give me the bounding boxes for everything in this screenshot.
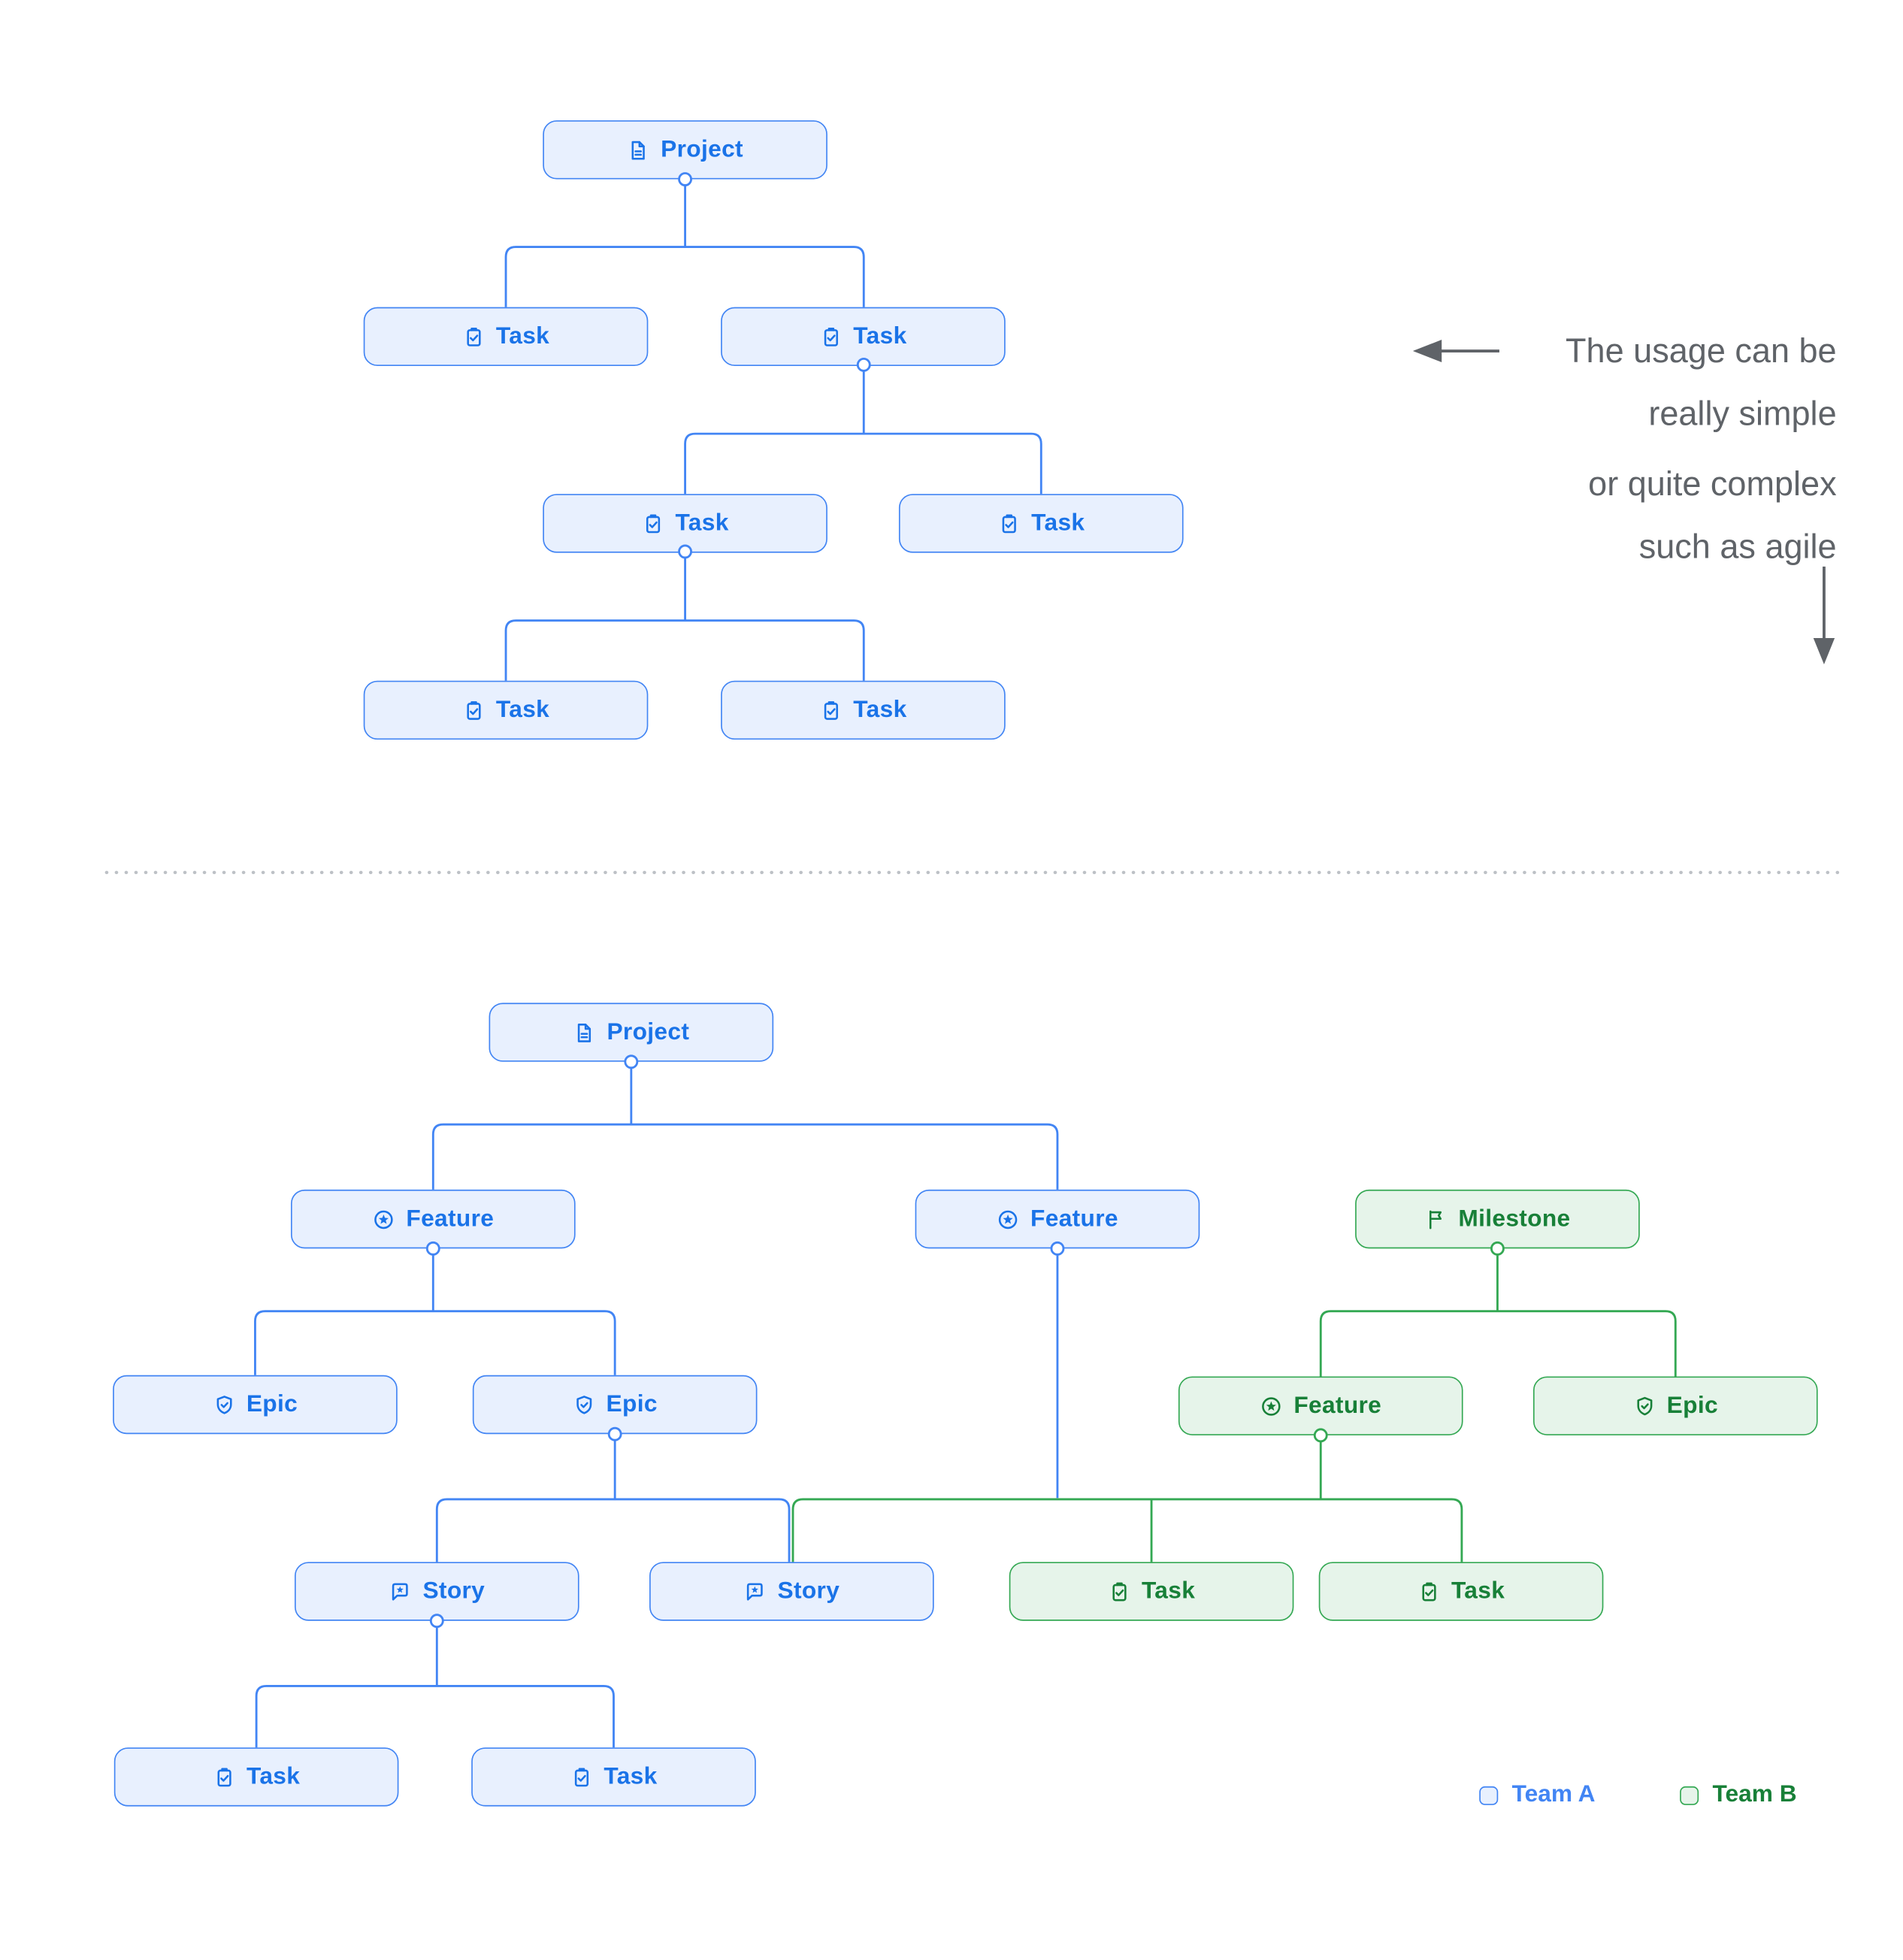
top-tree-connectors [504,179,1042,681]
node-label: Task [1141,1577,1196,1605]
node-task-1: Task [363,307,649,367]
node-label: Epic [606,1390,658,1417]
node-task-3: Task [543,494,827,553]
node-task-4: Task [898,494,1184,553]
node-label: Project [661,135,743,163]
node-task-blue-1: Task [113,1747,399,1807]
node-label: Task [675,510,729,537]
left-arrow-head [1412,340,1442,363]
legend-label: Team A [1511,1781,1596,1808]
node-task-green-1: Task [1009,1562,1294,1621]
node-label: Epic [1666,1392,1718,1419]
feature-icon [1262,1396,1281,1415]
feature-icon [374,1209,393,1229]
node-label: Task [495,322,550,349]
node-label: Task [1451,1577,1505,1605]
node-project-simple: Project [543,120,827,180]
node-project-complex: Project [489,1003,774,1062]
node-label: Task [495,696,550,723]
node-task-5: Task [363,680,649,740]
annotation-line: The usage can be [1566,332,1837,371]
node-feature-1: Feature [290,1189,576,1249]
annotation-line: really simple [1648,395,1837,433]
node-milestone: Milestone [1355,1189,1640,1249]
annotation-line: or quite complex [1588,464,1837,503]
node-story-2: Story [649,1562,934,1621]
node-label: Milestone [1458,1205,1571,1232]
node-story-1: Story [294,1562,579,1621]
feature-icon [998,1209,1018,1229]
node-label: Task [246,1763,301,1790]
task-icon [646,513,660,533]
legend-label: Team B [1712,1781,1797,1808]
node-label: Feature [406,1205,495,1232]
task-icon [824,700,838,720]
team-b-swatch [1680,1786,1699,1805]
annotation-complex: or quite complex such as agile [1588,452,1836,578]
legend-item-team-b: Team B [1680,1781,1797,1809]
legend-item-team-a: Team A [1479,1781,1596,1809]
node-task-6: Task [721,680,1006,740]
team-a-swatch [1479,1786,1499,1805]
node-epic-3: Epic [1532,1376,1818,1435]
node-label: Feature [1293,1392,1382,1419]
node-epic-1: Epic [113,1375,398,1435]
node-label: Feature [1030,1205,1118,1232]
task-icon [1421,1581,1436,1601]
document-icon [577,1023,591,1042]
annotation-line: such as agile [1638,528,1837,566]
node-task-blue-2: Task [471,1747,756,1807]
annotation-simple: The usage can be really simple [1566,319,1837,445]
node-label: Task [853,696,907,723]
story-icon [392,1582,409,1600]
task-icon [466,327,480,346]
epic-icon [216,1395,231,1414]
node-feature-3: Feature [1178,1376,1463,1435]
node-label: Task [853,322,907,349]
node-epic-2: Epic [472,1375,758,1435]
node-label: Project [607,1018,690,1045]
epic-icon [1636,1396,1652,1415]
task-icon [1002,513,1016,533]
node-task-green-2: Task [1318,1562,1604,1621]
node-feature-2: Feature [915,1189,1200,1249]
task-icon [574,1767,588,1786]
node-label: Story [777,1577,840,1605]
node-label: Story [422,1577,486,1605]
down-arrow-head [1813,638,1835,665]
node-task-2: Task [721,307,1006,367]
node-label: Task [604,1763,658,1790]
story-icon [747,1582,764,1600]
task-icon [1112,1581,1127,1601]
task-icon [216,1767,231,1786]
node-label: Epic [246,1390,298,1417]
task-icon [466,700,480,720]
task-icon [824,327,838,346]
node-label: Task [1031,510,1085,537]
epic-icon [576,1395,591,1414]
milestone-icon [1430,1209,1442,1229]
document-icon [631,140,645,159]
